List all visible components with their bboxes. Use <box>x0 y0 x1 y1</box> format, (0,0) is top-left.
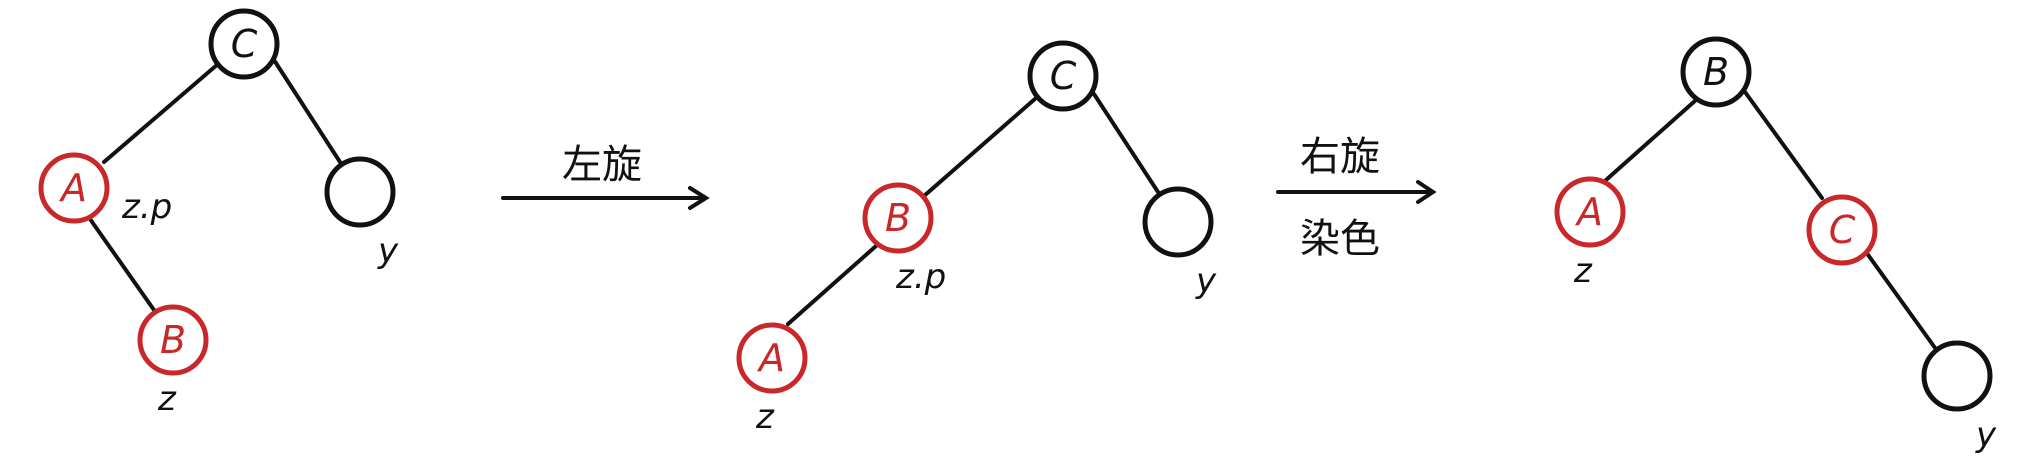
node-b: B <box>137 304 209 376</box>
node-b-circle <box>862 182 934 254</box>
node-b-circle <box>137 304 209 376</box>
edge-b-a <box>1604 98 1698 182</box>
node-c-label: C <box>231 22 258 66</box>
stage-2-y-label: y <box>1195 261 1217 301</box>
node-c-label: C <box>1829 208 1856 252</box>
node-b-label: B <box>160 318 186 362</box>
node-a-label: A <box>1574 190 1603 234</box>
node-b: B <box>862 182 934 254</box>
node-a: A <box>38 152 110 224</box>
stage-3-tree: B A C z y <box>1554 36 1997 455</box>
arrow-1-head <box>688 186 710 210</box>
node-a-circle <box>1554 176 1626 248</box>
right-rotate-label: 右旋 <box>1300 134 1380 180</box>
node-b: B <box>1680 36 1752 108</box>
stage-3-z-label: z <box>1573 251 1593 291</box>
edge-c-y <box>1092 92 1160 194</box>
node-y <box>1142 186 1214 258</box>
node-y-circle <box>1142 186 1214 258</box>
node-y <box>1921 340 1993 412</box>
arrow-2-head <box>1416 180 1437 204</box>
left-rotate-label: 左旋 <box>562 142 642 188</box>
node-b-label: B <box>1703 50 1729 94</box>
node-a-label: A <box>756 336 785 380</box>
edge-c-y <box>1864 250 1940 354</box>
edge-c-b <box>922 96 1038 198</box>
node-c: C <box>1027 40 1099 112</box>
edge-c-a <box>102 62 220 164</box>
node-c: C <box>208 8 280 80</box>
edge-c-y <box>272 58 342 164</box>
stage-1-z-label: z <box>157 379 177 419</box>
node-a-circle <box>38 152 110 224</box>
edge-a-b <box>88 217 156 312</box>
edge-b-a <box>786 244 878 326</box>
node-b-label: B <box>885 196 911 240</box>
arrow-right-rotate-recolor: 右旋 染色 <box>1276 134 1437 262</box>
edge-b-c <box>1743 90 1824 200</box>
node-a: A <box>1554 176 1626 248</box>
node-c-circle <box>208 8 280 80</box>
stage-3-y-label: y <box>1975 415 1997 455</box>
node-y-circle <box>1921 340 1993 412</box>
stage-1-y-label: y <box>377 231 399 271</box>
node-a-label: A <box>58 166 87 210</box>
node-y <box>324 156 396 228</box>
node-y-circle <box>324 156 396 228</box>
node-a: A <box>736 322 808 394</box>
node-b-circle <box>1680 36 1752 108</box>
arrow-left-rotate: 左旋 <box>501 142 710 210</box>
stage-1-tree: C A B z.p y z <box>38 8 399 419</box>
node-c-circle <box>1806 194 1878 266</box>
recolor-label: 染色 <box>1300 216 1380 262</box>
node-c: C <box>1806 194 1878 266</box>
node-c-circle <box>1027 40 1099 112</box>
stage-2-z-label: z <box>755 397 775 437</box>
stage-2-zp-label: z.p <box>895 257 946 297</box>
stage-1-zp-label: z.p <box>121 187 172 227</box>
node-a-circle <box>736 322 808 394</box>
stage-2-tree: C B A z.p y z <box>736 40 1217 437</box>
node-c-label: C <box>1050 54 1077 98</box>
